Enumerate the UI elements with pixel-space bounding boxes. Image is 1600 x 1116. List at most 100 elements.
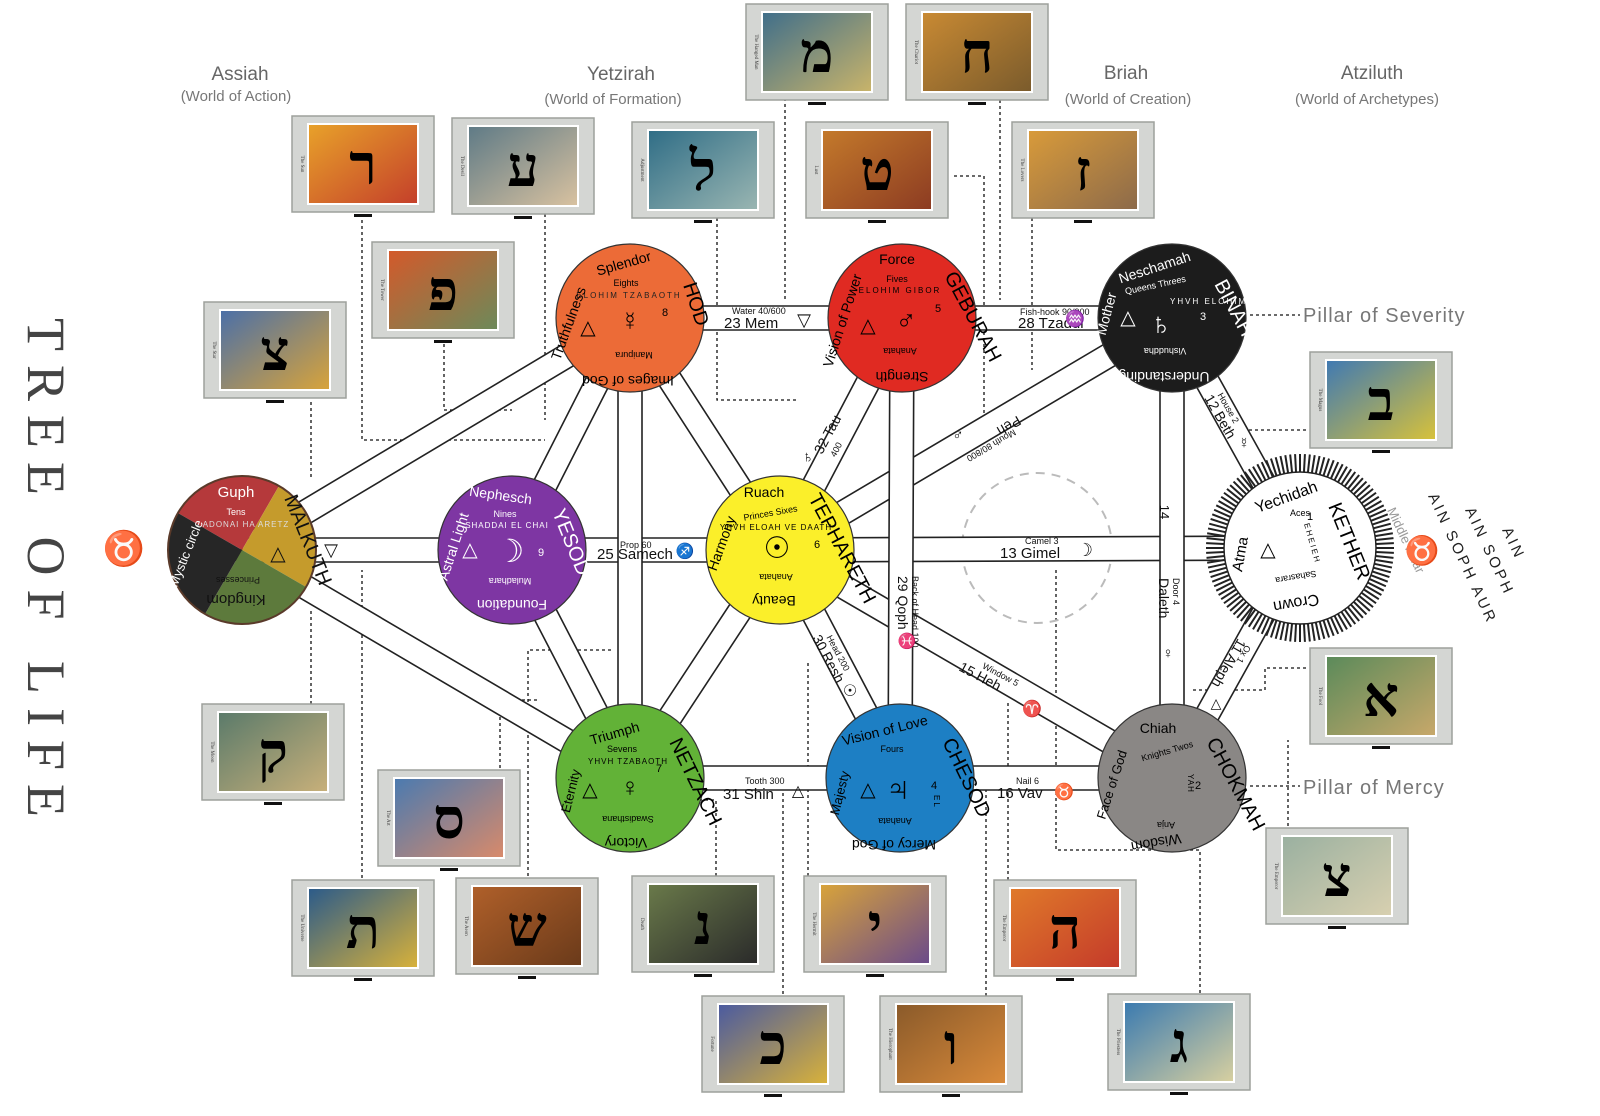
path-19-main: 29 Qoph <box>895 576 911 630</box>
path-17-symbol: ♂ <box>952 427 963 444</box>
hebrew-letter: ס <box>433 789 465 851</box>
world-assiah-name: Assiah <box>211 64 268 85</box>
world-briah-sub: (World of Creation) <box>1065 91 1191 108</box>
path-14-symbol: ♀ <box>1162 645 1173 662</box>
hebrew-letter: ש <box>507 897 547 959</box>
hod-symbol: ☿ <box>620 306 640 336</box>
chesed-circle <box>825 703 975 853</box>
chesed-chakra: Anahata <box>878 816 912 826</box>
card-artwork <box>821 129 933 211</box>
yesod-circle <box>437 475 587 625</box>
chokmah-title: Chiah <box>1140 720 1177 736</box>
tarot-card-priestess: The Priestess ג <box>1107 993 1251 1095</box>
card-artwork <box>467 125 579 207</box>
tiphareth-title: Ruach <box>744 484 784 500</box>
card-connector-tab <box>434 340 452 343</box>
netzach-tarot: Sevens <box>607 744 638 754</box>
tiphareth-circle <box>705 475 855 625</box>
yesod-outer: Foundation <box>477 597 547 613</box>
card-artwork <box>761 11 873 93</box>
path-11-symbol: △ <box>1211 695 1222 711</box>
card-caption: The Devil <box>459 156 464 177</box>
path-18-sub: Fish-hook 90/900 <box>1020 307 1090 317</box>
path-19-sub: Back of Head 100 <box>910 576 920 648</box>
path-14-main: Daleth <box>1156 578 1172 618</box>
path-25-symbol: ♐ <box>676 542 695 560</box>
card-connector-tab <box>354 214 372 217</box>
hebrew-letter: ה <box>1049 899 1081 961</box>
tiphareth-divine: YHVH ELOAH VE DAATH <box>720 523 832 532</box>
hebrew-letter: נ <box>694 895 712 957</box>
card-artwork <box>307 123 419 205</box>
hod-triangle: △ <box>580 317 596 339</box>
kether-circle <box>1223 471 1377 625</box>
card-connector-tab <box>514 216 532 219</box>
path-32-triangle: ▽ <box>324 540 338 560</box>
card-artwork <box>307 887 419 969</box>
ain-line-1: AIN <box>1498 525 1528 563</box>
geburah-circle <box>827 243 977 393</box>
malkuth-circle <box>167 475 317 625</box>
card-caption: Adjustment <box>639 158 644 182</box>
hebrew-letter: י <box>868 895 883 957</box>
geburah-tarot: Fives <box>886 274 908 284</box>
geburah-outer: Strength <box>876 369 929 385</box>
path-21-main: 31 Shin <box>723 786 774 803</box>
hebrew-letter: א <box>1363 667 1399 729</box>
path-23-symbol: ▽ <box>797 310 811 330</box>
card-connector-tab <box>1056 978 1074 981</box>
malkuth-triangle: △ <box>270 543 286 565</box>
path-16-symbol: ♉ <box>1054 782 1074 801</box>
world-yetzirah-sub: (World of Formation) <box>544 91 681 108</box>
card-caption: The Hermit <box>811 912 816 936</box>
card-connector-tab <box>868 220 886 223</box>
card-caption: The Emperor <box>1001 915 1006 942</box>
yesod-tarot: Nines <box>493 509 517 519</box>
netzach-divine: YHVH TZABAOTH <box>588 757 668 766</box>
path-18-symbol: ♒ <box>1065 309 1085 328</box>
tarot-card-art: The Art ס <box>377 769 521 871</box>
card-artwork <box>1027 129 1139 211</box>
world-atziluth-name: Atziluth <box>1341 63 1403 84</box>
yesod-number: 9 <box>538 547 544 559</box>
netzach-symbol: ♀ <box>620 772 640 802</box>
card-connector-tab <box>968 102 986 105</box>
card-artwork <box>393 777 505 859</box>
tarot-card-emperor: The Emperor ה <box>993 879 1137 981</box>
tiphareth-number: 6 <box>814 539 820 551</box>
hebrew-letter: כ <box>759 1015 786 1077</box>
card-artwork <box>895 1003 1007 1085</box>
hod-chakra: Manipura <box>615 350 653 360</box>
chesed-divine: EL <box>932 795 941 809</box>
malkuth-quadrant-2 <box>242 485 316 587</box>
card-caption: The Sun <box>299 156 304 173</box>
geburah-symbol: ♂ <box>896 305 917 336</box>
card-caption: The Chariot <box>913 40 918 65</box>
ain-soph-block: AIN AIN SOPH AIN SOPH AUR ♉ <box>1405 491 1529 628</box>
card-caption: The Art <box>385 810 390 826</box>
path-23-sub: Water 40/600 <box>732 306 786 316</box>
geburah-triangle: △ <box>860 315 876 337</box>
netzach-circle <box>555 703 705 853</box>
hebrew-letter: ב <box>1368 371 1395 433</box>
hod-tarot: Eights <box>613 278 639 288</box>
card-caption: The Priestess <box>1115 1029 1120 1056</box>
card-caption: The Moon <box>209 742 214 763</box>
card-connector-tab <box>808 102 826 105</box>
hebrew-letter: ג <box>1170 1013 1188 1075</box>
taurus-glyph-left: ♉ <box>103 529 145 568</box>
card-caption: Lust <box>813 166 818 176</box>
